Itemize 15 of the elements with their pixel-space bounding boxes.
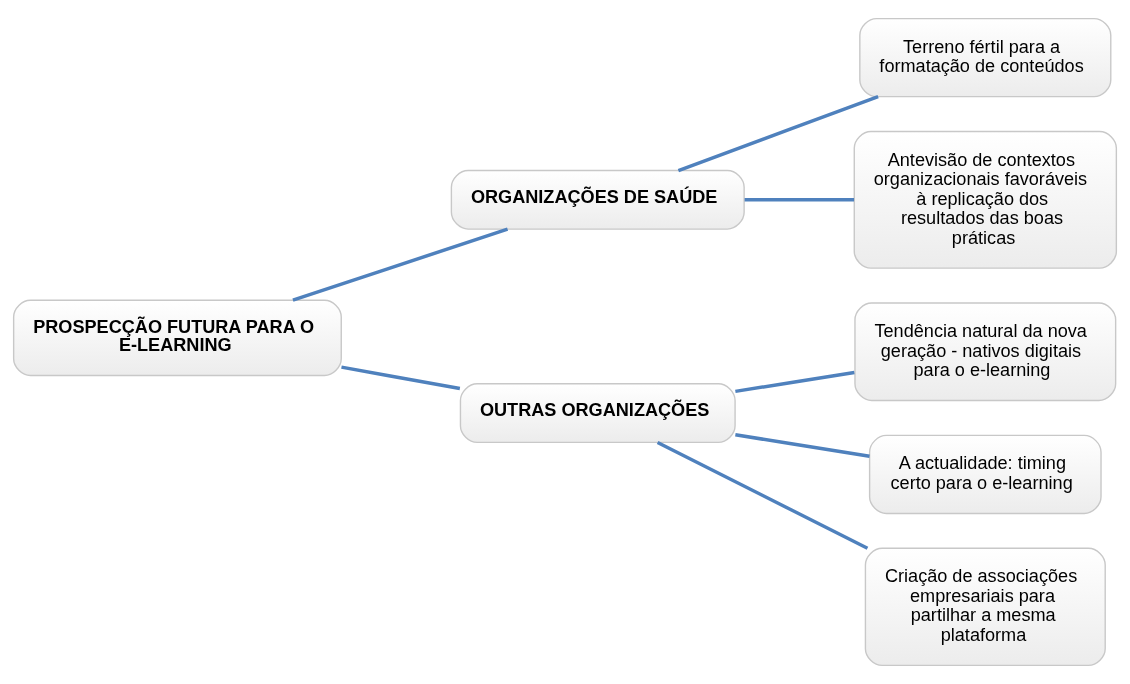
node-box: Antevisão de contextos organizacionais favoráveis à replicação dos resultados das boas práticas <box>853 130 1118 269</box>
connector <box>735 370 855 394</box>
connector <box>735 433 870 458</box>
connector <box>292 227 509 302</box>
node-box: A actualidade: timing certo para o e-learning <box>868 434 1102 515</box>
node-box: Criação de associações empresariais para partilhar a mesma plataforma <box>864 547 1106 667</box>
connector <box>656 440 869 550</box>
node-box: ORGANIZAÇÕES DE SAÚDE <box>450 169 745 230</box>
node-box: OUTRAS ORGANIZAÇÕES <box>459 383 736 444</box>
node-box: Tendência natural da nova geração - nativos digitais para o e-learning <box>854 302 1117 402</box>
connector <box>744 198 855 202</box>
node-box: Terreno fértil para a formatação de conteúdos <box>859 17 1112 98</box>
node-box: PROSPECÇÃO FUTURA PARA O E-LEARNING <box>12 299 342 377</box>
connector <box>341 365 461 391</box>
connector <box>677 95 879 173</box>
